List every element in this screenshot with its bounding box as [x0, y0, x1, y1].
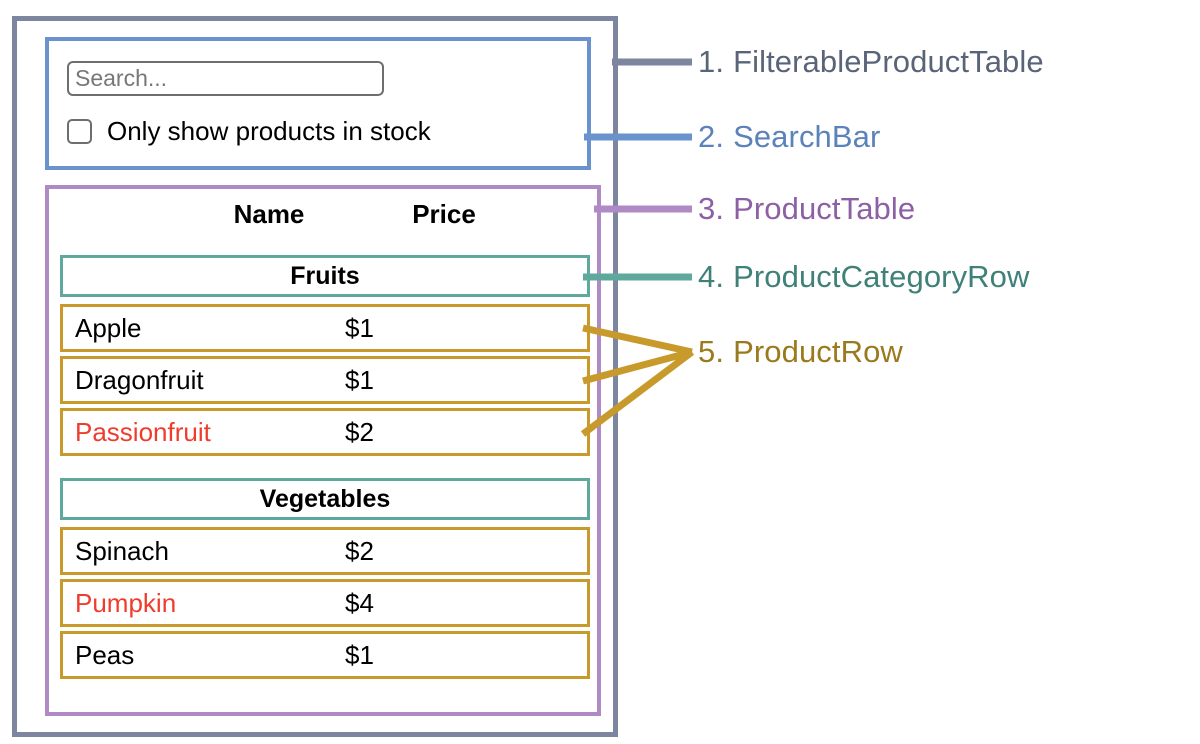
product-table-rows: Fruits Apple $1 Dragonfruit $1 Passionfr…: [60, 255, 590, 683]
product-price: $4: [345, 588, 374, 618]
legend-name: ProductTable: [733, 191, 916, 226]
search-input[interactable]: Search...: [67, 61, 384, 96]
legend-number: 4.: [698, 259, 725, 294]
product-row: Peas $1: [60, 631, 590, 679]
product-category-row: Vegetables: [60, 478, 590, 520]
product-row: Apple $1: [60, 304, 590, 352]
product-row: Spinach $2: [60, 527, 590, 575]
product-row: Dragonfruit $1: [60, 356, 590, 404]
legend-item-search-bar: 2.SearchBar: [698, 119, 880, 155]
legend-number: 1.: [698, 44, 725, 79]
product-name: Apple: [75, 313, 142, 343]
product-table-header: Name Price: [49, 199, 597, 241]
product-price: $1: [345, 313, 374, 343]
product-row: Passionfruit $2: [60, 408, 590, 456]
legend-number: 2.: [698, 119, 725, 154]
legend-item-product-category-row: 4.ProductCategoryRow: [698, 259, 1030, 295]
product-price: $1: [345, 365, 374, 395]
legend-item-product-table: 3.ProductTable: [698, 191, 915, 227]
search-bar: Search... Only show products in stock: [45, 37, 591, 170]
product-name: Peas: [75, 640, 135, 670]
product-price: $2: [345, 536, 374, 566]
product-price: $2: [345, 417, 374, 447]
legend-name: FilterableProductTable: [733, 44, 1044, 79]
legend-name: ProductRow: [733, 334, 903, 369]
in-stock-checkbox[interactable]: [67, 118, 92, 144]
product-price: $1: [345, 640, 374, 670]
legend-number: 3.: [698, 191, 725, 226]
product-name: Pumpkin: [75, 588, 177, 618]
section-spacer: [60, 460, 590, 478]
column-header-name: Name: [233, 199, 305, 229]
legend-number: 5.: [698, 334, 725, 369]
product-name: Passionfruit: [75, 417, 211, 447]
product-category-label: Fruits: [290, 261, 360, 290]
legend-name: SearchBar: [733, 119, 881, 154]
filterable-product-table: Search... Only show products in stock Na…: [12, 16, 618, 737]
product-row: Pumpkin $4: [60, 579, 590, 627]
in-stock-checkbox-label: Only show products in stock: [107, 115, 431, 146]
column-header-price: Price: [412, 199, 476, 229]
product-name: Dragonfruit: [75, 365, 204, 395]
product-table: Name Price Fruits Apple $1 Dragonfruit $…: [45, 185, 601, 716]
legend-item-product-row: 5.ProductRow: [698, 334, 903, 370]
in-stock-checkbox-row[interactable]: Only show products in stock: [67, 113, 431, 149]
product-category-label: Vegetables: [259, 484, 391, 513]
product-name: Spinach: [75, 536, 169, 566]
product-category-row: Fruits: [60, 255, 590, 297]
legend-item-filterable-product-table: 1.FilterableProductTable: [698, 44, 1044, 80]
legend-name: ProductCategoryRow: [733, 259, 1030, 294]
